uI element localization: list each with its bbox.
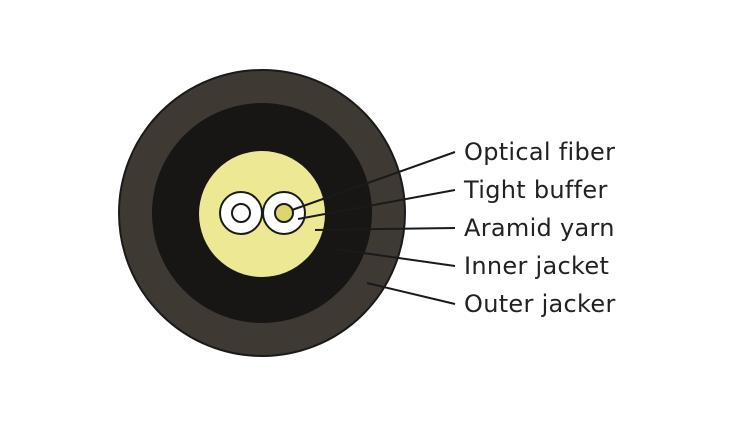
optical-fiber-right bbox=[274, 203, 294, 223]
label-inner-jacket: Inner jacket bbox=[464, 252, 610, 280]
leader-line-outer-jacket bbox=[366, 282, 456, 305]
label-tight-buffer: Tight buffer bbox=[464, 176, 608, 204]
label-optical-fiber: Optical fiber bbox=[464, 138, 616, 166]
leader-line-tight-buffer bbox=[297, 189, 456, 220]
leader-line-inner-jacket bbox=[334, 248, 456, 267]
leader-line-aramid-yarn bbox=[314, 227, 456, 231]
label-outer-jacket: Outer jacker bbox=[464, 290, 616, 318]
leader-line-optical-fiber bbox=[291, 151, 456, 211]
label-aramid-yarn: Aramid yarn bbox=[464, 214, 615, 242]
optical-fiber-left bbox=[231, 203, 251, 223]
